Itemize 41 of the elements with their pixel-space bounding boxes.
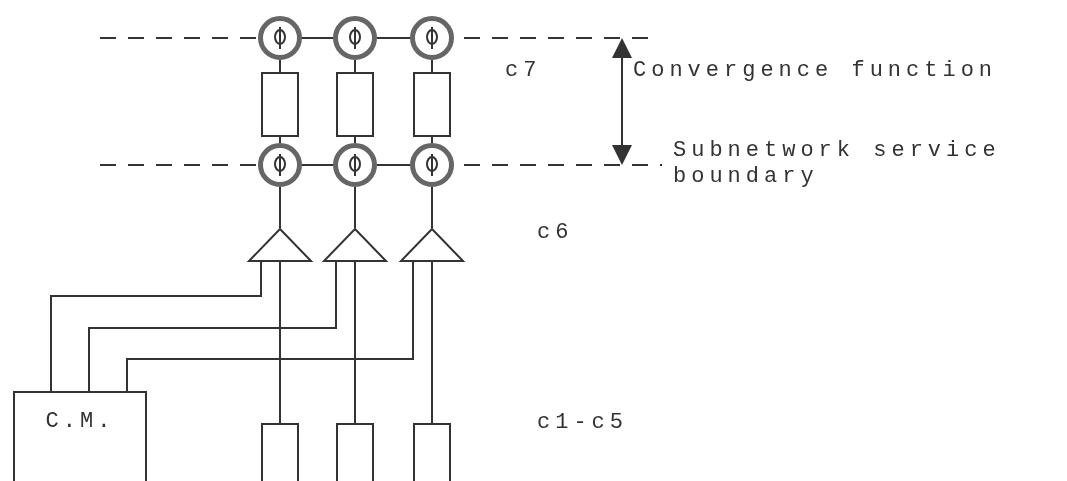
connector-line <box>431 136 433 144</box>
entity-box <box>261 72 299 137</box>
module-box <box>13 391 147 481</box>
module-label: C.M. <box>45 409 115 434</box>
service-access-point <box>333 16 377 60</box>
service-access-point <box>258 143 302 187</box>
annotation-text: Subnetwork service boundary <box>673 138 1002 191</box>
connector-line <box>354 59 356 73</box>
annotation-text: Convergence function <box>633 58 998 85</box>
annotation-text: c1-c5 <box>537 410 628 437</box>
connector-line <box>431 59 433 73</box>
connector-line <box>354 186 356 229</box>
connector-line <box>50 261 262 392</box>
connector-line <box>88 261 337 392</box>
connector-line <box>126 261 414 392</box>
entity-box <box>413 72 451 137</box>
service-access-point <box>333 143 377 187</box>
connector-line <box>279 136 281 144</box>
entity-box <box>336 72 374 137</box>
entity-box <box>261 423 299 481</box>
entity-box <box>336 423 374 481</box>
connector-line <box>301 164 334 166</box>
entity-box <box>413 423 451 481</box>
connector-line <box>354 261 356 424</box>
service-access-point <box>410 143 454 187</box>
triangle-symbol <box>246 227 314 262</box>
connector-line <box>431 186 433 229</box>
service-access-point <box>410 16 454 60</box>
connector-line <box>279 186 281 229</box>
connector-line <box>431 261 433 424</box>
triangle-symbol <box>398 227 466 262</box>
connector-line <box>354 136 356 144</box>
annotation-text: c7 <box>505 58 542 85</box>
connector-line <box>376 164 411 166</box>
connector-line <box>279 261 281 424</box>
service-access-point <box>258 16 302 60</box>
connector-line <box>279 59 281 73</box>
connector-line <box>376 37 411 39</box>
annotation-text: c6 <box>537 220 574 247</box>
connector-line <box>301 37 334 39</box>
triangle-symbol <box>321 227 389 262</box>
